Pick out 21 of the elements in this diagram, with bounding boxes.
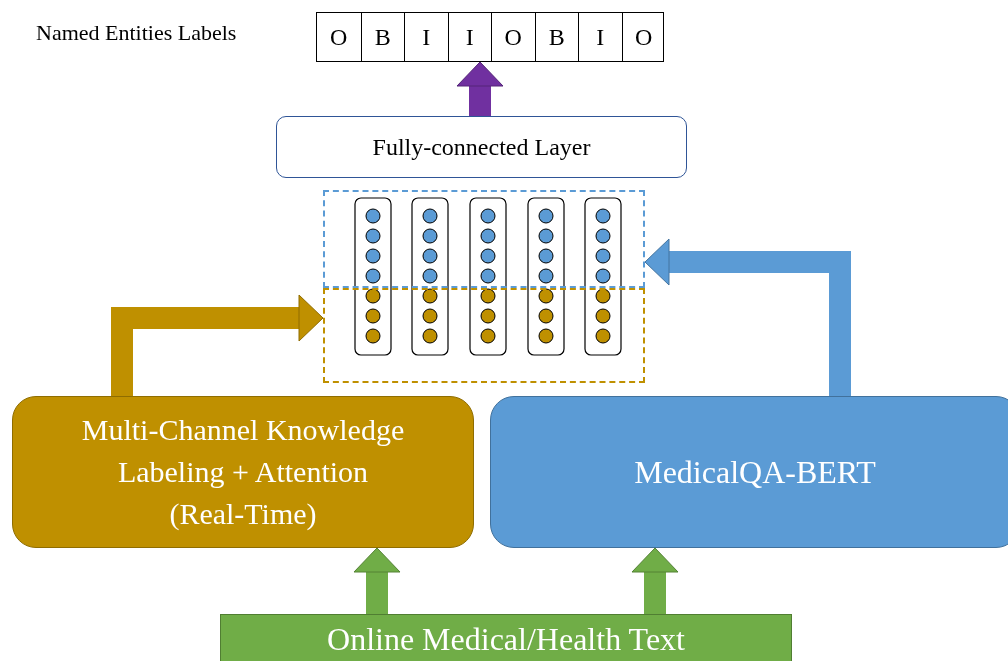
input-box: Online Medical/Health Text [220, 614, 792, 661]
layer-box: Fully-connected Layer [276, 116, 687, 178]
model-box: MedicalQA-BERT [490, 396, 1008, 548]
label-cell: I [578, 13, 622, 61]
embedding-region [323, 190, 645, 288]
module-box: Multi-Channel Knowledge Labeling + Attention (Real-Time) [12, 396, 474, 548]
label-sequence-row [316, 12, 664, 62]
label-cell: O [621, 13, 665, 61]
label-cell: O [317, 13, 361, 61]
row-caption: Named Entities Labels [36, 20, 237, 46]
block-arrow [631, 547, 679, 614]
block-arrow [353, 547, 401, 614]
block-arrow [111, 294, 324, 396]
label-cell: B [360, 13, 404, 61]
block-arrow [644, 238, 851, 396]
label-cell: I [404, 13, 448, 61]
label-cell: B [534, 13, 578, 61]
label-cell: O [491, 13, 535, 61]
block-arrow [456, 61, 504, 116]
knowledge-region [323, 288, 645, 383]
label-cell: I [447, 13, 491, 61]
